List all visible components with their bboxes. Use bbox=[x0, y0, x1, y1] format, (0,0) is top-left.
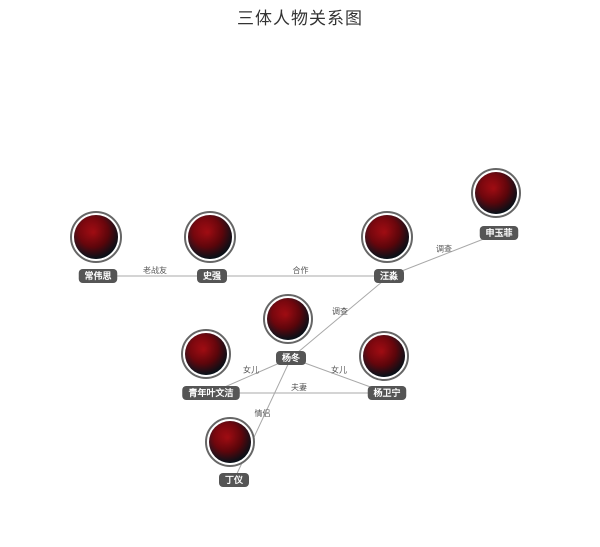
node-yewenjie[interactable]: 青年叶文洁 bbox=[181, 329, 240, 400]
node-dingyi[interactable]: 丁仪 bbox=[205, 417, 255, 487]
edge-label: 情侣 bbox=[255, 408, 271, 418]
avatar-shade bbox=[209, 421, 251, 463]
edge-label: 调查 bbox=[436, 244, 452, 254]
edge-label: 老战友 bbox=[143, 265, 167, 275]
node-label: 汪淼 bbox=[380, 270, 399, 282]
edges-layer: 老战友合作调查调查女儿女儿夫妻情侣 bbox=[98, 232, 500, 481]
edge-wangmiao-shenyufei bbox=[388, 232, 500, 277]
node-label: 史强 bbox=[203, 270, 221, 282]
node-label-bg bbox=[367, 386, 407, 400]
node-label: 申玉菲 bbox=[485, 227, 512, 239]
node-label-bg bbox=[276, 351, 306, 365]
node-label-bg bbox=[182, 386, 240, 400]
node-shiqiang[interactable]: 史强 bbox=[184, 211, 236, 283]
node-label: 杨卫宁 bbox=[373, 387, 400, 399]
node-changweisi[interactable]: 常伟思 bbox=[70, 211, 122, 283]
edge-label: 调查 bbox=[332, 306, 348, 316]
diagram-title: 三体人物关系图 bbox=[237, 9, 363, 29]
node-yangdong[interactable]: 杨冬 bbox=[263, 294, 313, 365]
node-label: 丁仪 bbox=[225, 475, 244, 486]
avatar-shade bbox=[188, 215, 232, 259]
node-shenyufei[interactable]: 申玉菲 bbox=[471, 168, 521, 240]
node-label-bg bbox=[479, 226, 519, 240]
edge-label: 女儿 bbox=[331, 365, 347, 375]
node-label: 常伟思 bbox=[84, 270, 111, 282]
edge-label: 合作 bbox=[293, 265, 309, 275]
node-label: 杨冬 bbox=[282, 352, 301, 364]
node-label-bg bbox=[374, 269, 404, 283]
node-label-bg bbox=[219, 473, 249, 487]
node-label: 青年叶文洁 bbox=[188, 387, 233, 399]
node-wangmiao[interactable]: 汪淼 bbox=[361, 211, 413, 283]
edge-label: 夫妻 bbox=[291, 382, 307, 392]
edge-label: 女儿 bbox=[243, 365, 259, 375]
avatar-shade bbox=[365, 215, 409, 259]
node-label-bg bbox=[78, 269, 118, 283]
avatar-shade bbox=[185, 333, 227, 375]
avatar-shade bbox=[363, 335, 405, 377]
avatar-shade bbox=[267, 298, 309, 340]
node-label-bg bbox=[197, 269, 227, 283]
avatar-shade bbox=[475, 172, 517, 214]
edge-wangmiao-yangdong bbox=[290, 275, 390, 359]
avatar-shade bbox=[74, 215, 118, 259]
node-yangweining[interactable]: 杨卫宁 bbox=[359, 331, 409, 400]
